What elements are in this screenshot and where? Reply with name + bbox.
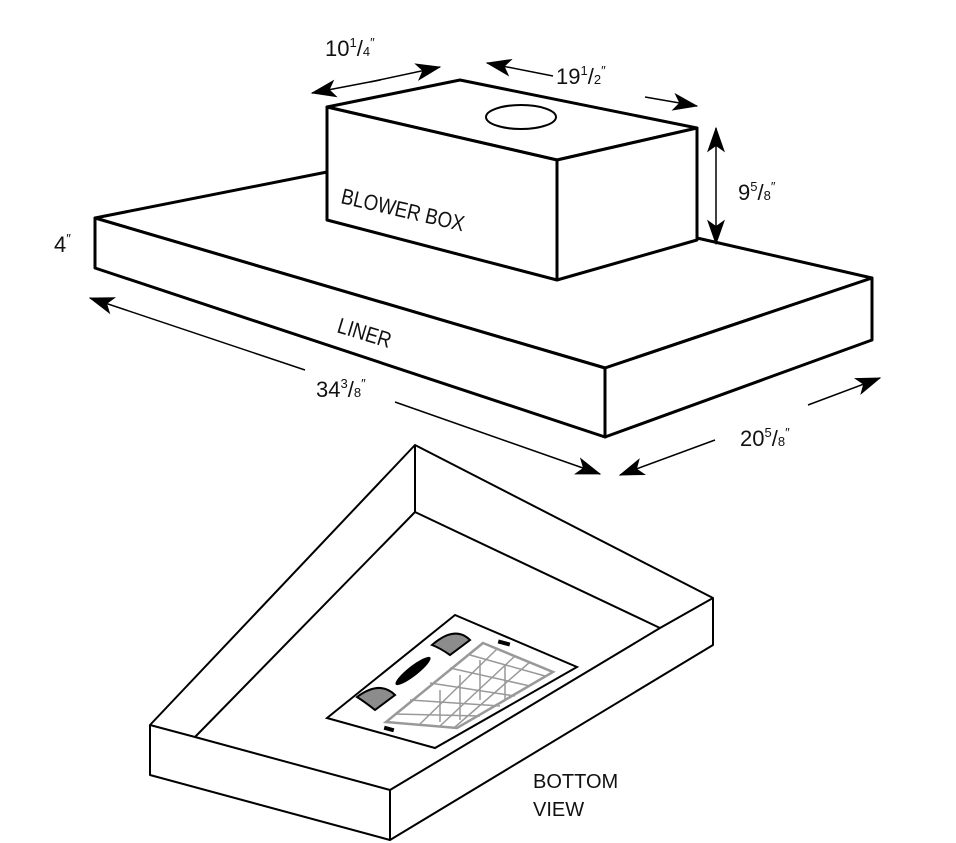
panel-tab-top [497,639,511,647]
dim-box-height: 95/8″ [738,179,776,205]
filter-mesh [394,647,546,728]
panel-tab-bottom [383,725,395,733]
dim-liner-height: 4″ [54,231,71,257]
arrow-liner-width-left [88,297,306,371]
dim-box-width: 191/2″ [556,63,606,89]
dim-box-depth: 101/4″ [325,35,375,61]
liner [93,170,874,439]
arrow-liner-depth-left [618,439,716,476]
dim-liner-depth: 205/8″ [740,425,790,451]
bottom-view [149,444,714,841]
liner-side-face [603,276,874,439]
bottom-view-inner-back [414,445,714,629]
bottom-view-label-line1: BOTTOM [533,771,618,793]
dim-liner-width: 343/8″ [316,376,366,402]
light-knob-bottom [355,687,397,712]
arrow-box-width-right [644,92,699,111]
arrow-box-width-left [485,58,554,77]
arrow-box-depth-right [369,63,442,83]
dimension-arrows [88,58,882,476]
arrow-box-depth-left [310,79,381,98]
blower-box-side [555,126,699,282]
bottom-view-label-line2: VIEW [533,799,584,821]
blower-box [325,78,699,282]
light-knob-top [430,632,472,657]
arrow-liner-depth-right [807,377,882,406]
duct-opening [485,104,557,130]
arrow-liner-width-right [394,401,602,475]
control-slot [395,656,431,686]
